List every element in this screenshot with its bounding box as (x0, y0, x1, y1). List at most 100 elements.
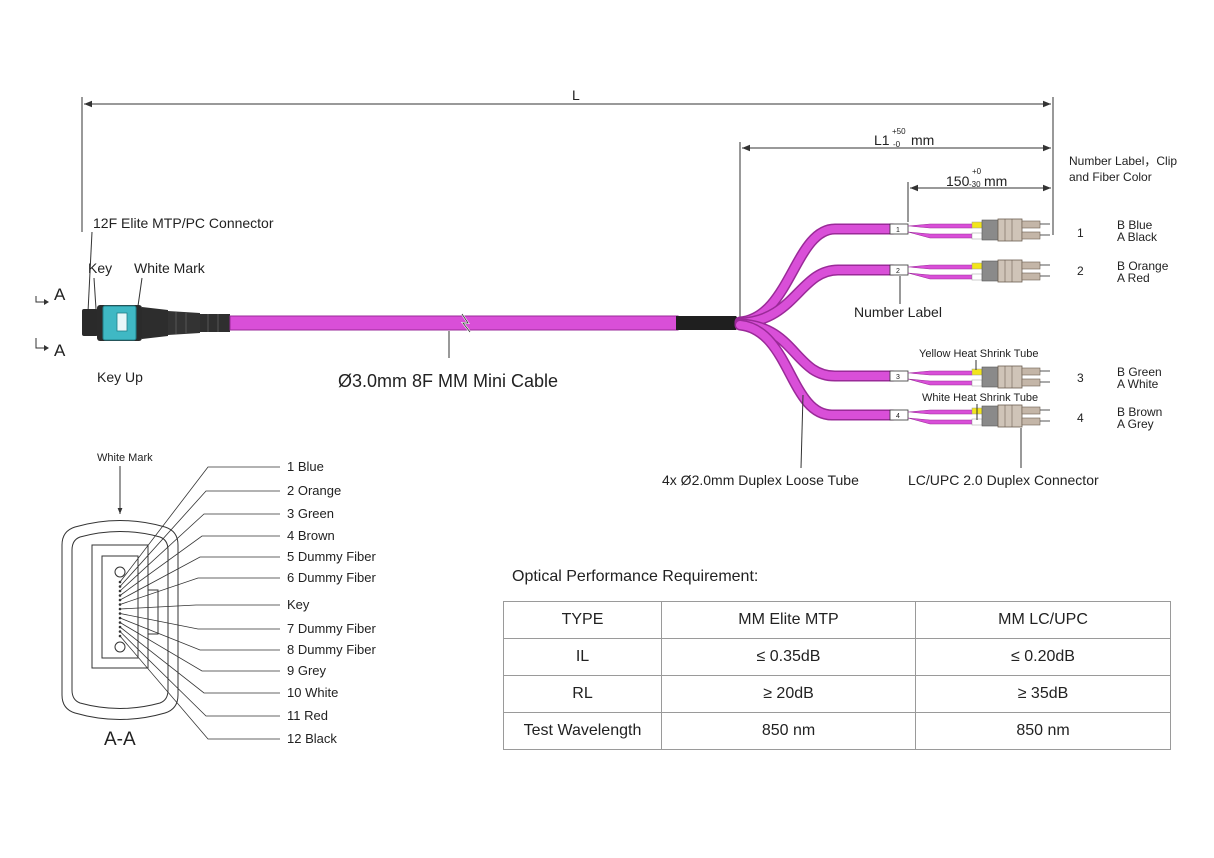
fanout-legs (734, 223, 898, 421)
table-header-cell: TYPE (503, 601, 662, 639)
table-row: IL ≤ 0.35dB ≤ 0.20dB (503, 638, 1171, 676)
leg-3-a: A White (1117, 377, 1159, 391)
section-marker-bottom: A (35, 338, 66, 360)
table-cell: 850 nm (915, 712, 1171, 750)
table-header-cell: MM LC/UPC (915, 601, 1171, 639)
fiber-label: Key (287, 597, 310, 612)
connector-label: 12F Elite MTP/PC Connector (93, 215, 274, 231)
leg-3-b: B Green (1117, 365, 1162, 379)
leg-4: 4 (889, 404, 1050, 428)
fiber-leader-line (119, 622, 280, 672)
fiber-dot (118, 589, 122, 593)
dim-L1-sub: -0 (893, 140, 901, 149)
leg-2: 2 (889, 259, 1050, 283)
table-cell: ≥ 35dB (915, 675, 1171, 713)
key-label: Key (88, 260, 112, 276)
breakout-boot (676, 316, 739, 330)
fiber-dot (118, 607, 122, 611)
dim-150-label: 150 (946, 173, 970, 189)
fiber-dot (118, 612, 122, 615)
fiber-label: 3 Green (287, 506, 334, 521)
leg-1-tag: 1 (896, 227, 900, 234)
fiber-dot (118, 634, 122, 638)
table-cell: 850 nm (661, 712, 916, 750)
fiber-label: 10 White (287, 685, 338, 700)
dimension-L1: L1 -0 +50 mm (739, 127, 1051, 318)
fiber-label: 6 Dummy Fiber (287, 570, 377, 585)
fiber-label: 4 Brown (287, 528, 335, 543)
yellow-tube-label: Yellow Heat Shrink Tube (919, 348, 1038, 360)
table-cell: RL (503, 675, 662, 713)
fiber-dot (118, 621, 122, 624)
leg-4-tag: 4 (896, 413, 900, 420)
fiber-label: 7 Dummy Fiber (287, 621, 377, 636)
fiber-leader-line (119, 635, 280, 740)
table-cell: ≥ 20dB (661, 675, 916, 713)
leg-1-b: B Blue (1117, 218, 1153, 232)
leg-3-num: 3 (1077, 371, 1084, 385)
fiber-dot (118, 585, 122, 588)
dim-L1-label: L1 (874, 132, 890, 148)
fiber-dot (118, 580, 122, 584)
section-white-mark-label: White Mark (97, 452, 153, 464)
fiber-dot (118, 630, 122, 633)
fiber-leader-line (119, 535, 280, 596)
section-title: A-A (104, 729, 136, 750)
fiber-leader-line (119, 556, 280, 601)
section-a-bottom: A (54, 341, 66, 360)
table-cell: IL (503, 638, 662, 676)
fiber-label: 9 Grey (287, 663, 327, 678)
loose-tube-label: 4x Ø2.0mm Duplex Loose Tube (662, 472, 859, 488)
fiber-label: 12 Black (287, 731, 337, 746)
white-tube-label: White Heat Shrink Tube (922, 392, 1038, 404)
dim-L1-sup: +50 (892, 127, 906, 136)
fiber-leader-line (119, 513, 280, 592)
fiber-leader-line (119, 626, 280, 694)
fiber-label: 11 Red (287, 708, 328, 723)
leg-1-num: 1 (1077, 226, 1084, 240)
fiber-dot (118, 625, 122, 629)
fiber-label: 8 Dummy Fiber (287, 642, 377, 657)
fiber-leader-line (119, 604, 280, 610)
leg-1-a: A Black (1117, 230, 1158, 244)
leg-1: 1 (889, 218, 1050, 242)
cable-label: Ø3.0mm 8F MM Mini Cable (338, 371, 558, 391)
table-row: RL ≥ 20dB ≥ 35dB (503, 675, 1171, 713)
dim-L1-unit: mm (911, 132, 934, 148)
dim-150-sup: +0 (972, 167, 982, 176)
leg-2-num: 2 (1077, 264, 1084, 278)
leg-4-a: A Grey (1117, 417, 1154, 431)
table-cell: ≤ 0.20dB (915, 638, 1171, 676)
performance-title: Optical Performance Requirement: (512, 568, 759, 585)
dim-150-sub: -30 (969, 180, 981, 189)
key-up-label: Key Up (97, 369, 143, 385)
number-label-header: Number Label，Clip (1069, 154, 1177, 168)
mtp-connector (82, 305, 230, 341)
leg-3-tag: 3 (896, 374, 900, 381)
performance-table: TYPE MM Elite MTP MM LC/UPC IL ≤ 0.35dB … (503, 601, 1171, 750)
leg-2-tag: 2 (896, 268, 900, 275)
leg-3: 3 (889, 365, 1050, 389)
table-header-cell: MM Elite MTP (661, 601, 916, 639)
table-header-row: TYPE MM Elite MTP MM LC/UPC (503, 601, 1171, 639)
fiber-leader-line (119, 613, 280, 630)
number-label-callout: Number Label (854, 304, 942, 320)
fiber-label: 5 Dummy Fiber (287, 549, 377, 564)
leg-4-num: 4 (1077, 411, 1084, 425)
section-marker-top: A (35, 285, 66, 305)
leg-2-b: B Orange (1117, 259, 1169, 273)
lc-connector-label: LC/UPC 2.0 Duplex Connector (908, 472, 1099, 488)
fiber-leader-line (119, 631, 280, 717)
fiber-leader-line (119, 466, 280, 583)
table-cell: Test Wavelength (503, 712, 662, 750)
fiber-dot (118, 598, 122, 602)
main-cable (229, 313, 679, 358)
dim-150-unit: mm (984, 173, 1007, 189)
fiber-dot (118, 603, 122, 606)
leg-4-b: B Brown (1117, 405, 1162, 419)
fiber-dot (118, 616, 122, 620)
white-mark-label: White Mark (134, 260, 206, 276)
fiber-leader-line (119, 577, 280, 605)
